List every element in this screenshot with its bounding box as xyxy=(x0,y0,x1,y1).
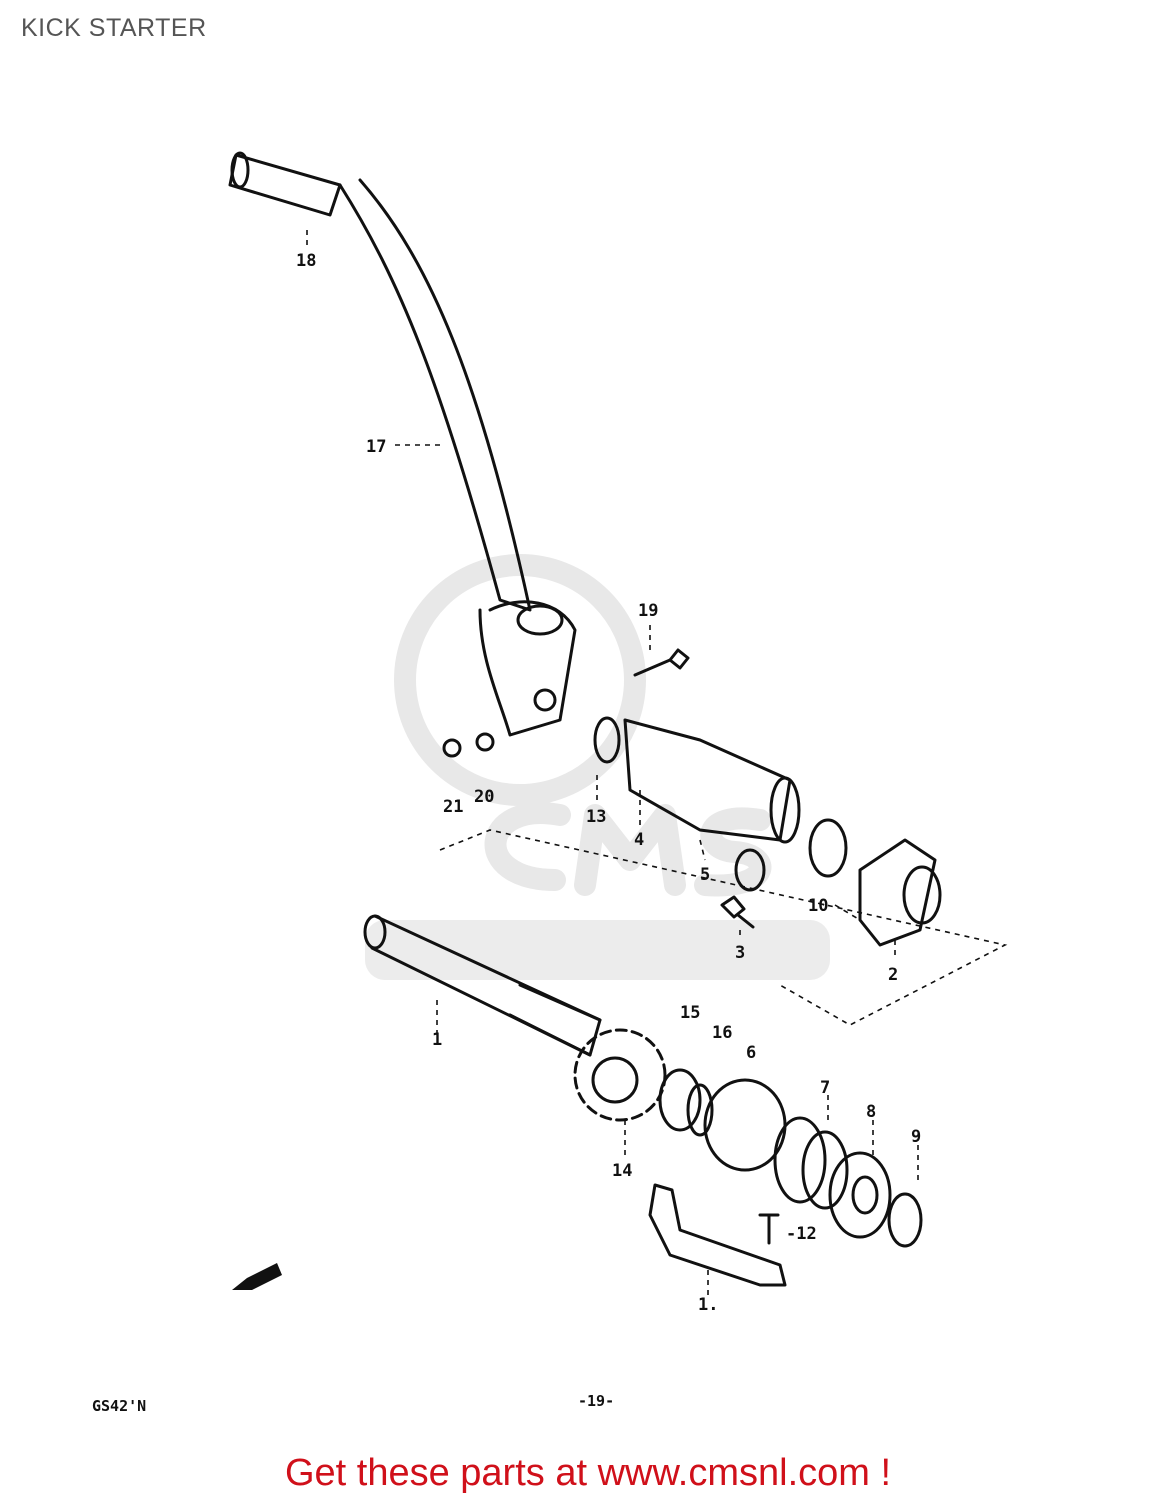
part-label-15: 15 xyxy=(680,1003,700,1023)
page-title: KICK STARTER xyxy=(21,14,207,42)
cmsnl-watermark xyxy=(365,554,830,980)
kick-starter-ratchet xyxy=(703,1078,787,1172)
spring xyxy=(773,1116,827,1204)
diagram-code: GS42'N xyxy=(92,1397,147,1415)
part-label-14: 14 xyxy=(612,1161,632,1181)
part-label-16: 16 xyxy=(712,1023,732,1043)
watermark-url-banner xyxy=(365,920,830,980)
part-label-3: 3 xyxy=(735,943,745,963)
watermark-logo-c xyxy=(484,802,571,891)
part-label-19: 19 xyxy=(638,601,658,621)
spring-guide xyxy=(734,848,766,892)
circlip xyxy=(887,1192,923,1248)
part-label-18: 18 xyxy=(296,251,316,271)
screw xyxy=(720,895,755,929)
part-label-10: 10 xyxy=(808,896,828,916)
watermark-logo-s xyxy=(694,807,772,897)
assembly-dashed-outline xyxy=(439,829,1008,1026)
oil-seal xyxy=(593,716,621,764)
washer xyxy=(828,1151,892,1239)
page-number: -19- xyxy=(578,1392,615,1410)
part-label-13: 13 xyxy=(586,807,606,827)
part-label-17: 17 xyxy=(366,437,386,457)
watermark-logo-m xyxy=(574,804,686,896)
part-label-21: 21 xyxy=(443,797,463,817)
stopper-plate xyxy=(648,1183,787,1287)
leader-lines xyxy=(306,230,919,1295)
washer xyxy=(475,732,495,752)
washer xyxy=(658,1068,702,1132)
kick-lever xyxy=(228,151,577,737)
part-label-8: 8 xyxy=(866,1102,876,1122)
part-label-7: 7 xyxy=(820,1078,830,1098)
part-label-1: 1 xyxy=(432,1030,442,1050)
part-label-2: 2 xyxy=(888,965,898,985)
part-label-5: 5 xyxy=(700,865,710,885)
part-label-12: -12 xyxy=(786,1224,817,1244)
screw xyxy=(758,1213,780,1245)
part-label-9: 9 xyxy=(911,1127,921,1147)
washer xyxy=(686,1083,714,1137)
part-label-6: 6 xyxy=(746,1043,756,1063)
part-label-4: 4 xyxy=(634,830,644,850)
part-label-11: 1. xyxy=(698,1295,718,1315)
front-arrow-icon xyxy=(232,1263,282,1290)
footer-link[interactable]: Get these parts at www.cmsnl.com ! xyxy=(284,1452,892,1494)
kick-starter-housing xyxy=(858,838,937,947)
part-label-20: 20 xyxy=(474,787,494,807)
bolt xyxy=(633,648,690,677)
circlip xyxy=(808,818,848,878)
kick-starter-gear xyxy=(573,1028,667,1122)
nut xyxy=(442,738,462,758)
